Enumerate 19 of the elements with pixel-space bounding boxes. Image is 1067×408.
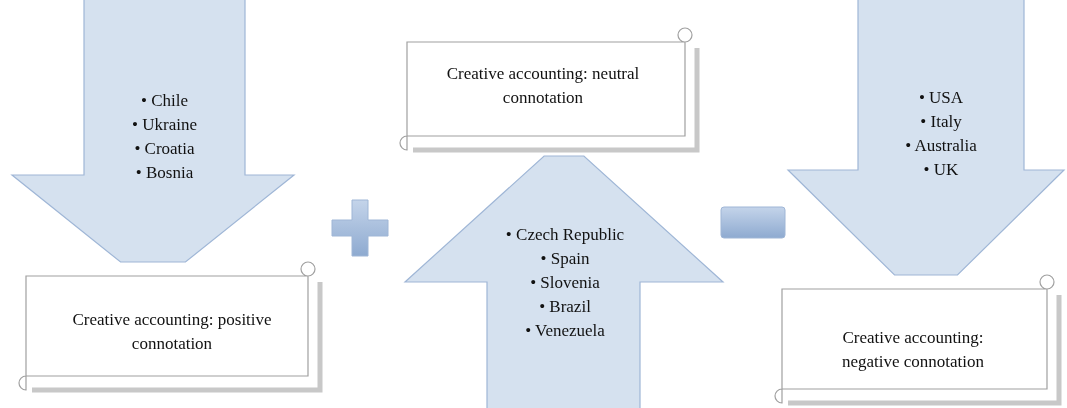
country-list-item: • Brazil xyxy=(539,296,591,318)
up-arrow-shape xyxy=(405,156,723,408)
country-list-item: • Chile xyxy=(140,90,188,112)
country-list-item: • Bosnia xyxy=(135,162,194,184)
banner-text: Creative accounting: neutral connotation xyxy=(445,62,641,109)
country-list-item: • Croatia xyxy=(134,138,195,160)
country-list-item: • UK xyxy=(923,159,959,181)
country-list-item: • USA xyxy=(918,87,964,109)
country-list-item: • Slovenia xyxy=(530,272,600,294)
down-arrow-shape xyxy=(12,0,294,262)
down-arrow-shape xyxy=(788,0,1064,275)
country-list-item: • Spain xyxy=(540,248,590,270)
country-list-item: • Australia xyxy=(905,135,977,157)
banner-text: Creative accounting: positive connotation xyxy=(72,309,272,355)
country-list-item: • Czech Republic xyxy=(505,224,625,246)
country-list-item: • Venezuela xyxy=(525,320,605,342)
country-list-item: • Ukraine xyxy=(132,114,197,136)
banner-text: Creative accounting: negative connotation xyxy=(840,327,986,373)
country-list-item: • Italy xyxy=(920,111,962,133)
